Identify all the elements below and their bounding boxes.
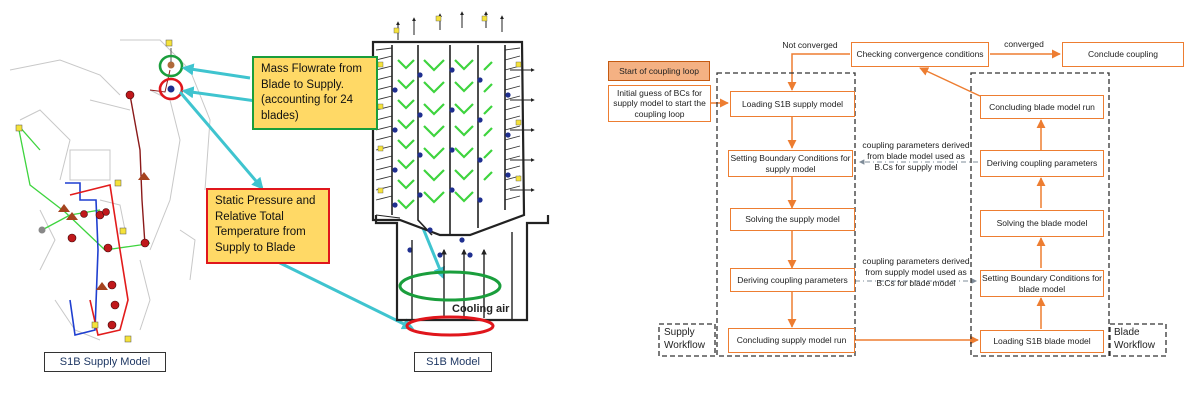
supply-workflow-frame [716, 72, 856, 357]
initial-guess-box: Initial guess of BCs for supply model to… [608, 85, 711, 122]
converged-label: converged [1004, 39, 1044, 49]
note-blade-to-supply: coupling parameters derived from blade m… [862, 140, 970, 173]
callout-mass-flowrate: Mass Flowrate from Blade to Supply. (acc… [252, 56, 378, 130]
supply-workflow-label: Supply Workflow [664, 327, 705, 351]
cooling-air-label: Cooling air [452, 303, 510, 315]
arrow-head-icon [277, 260, 415, 330]
supply-step-conclude: Concluding supply model run [728, 328, 855, 353]
blade-step-set-bc: Setting Boundary Conditions for blade mo… [980, 270, 1104, 297]
blade-model-tag: S1B Model [414, 352, 492, 372]
supply-step-derive: Deriving coupling parameters [730, 268, 855, 292]
supply-step-solve: Solving the supply model [730, 208, 855, 231]
check-convergence-box: Checking convergence conditions [851, 42, 989, 67]
supply-step-set-bc: Setting Boundary Conditions for supply m… [728, 150, 853, 177]
network-node-icon [392, 67, 511, 258]
start-of-coupling-loop: Start of coupling loop [608, 61, 710, 81]
blade-workflow-frame [970, 72, 1110, 357]
blade-step-derive: Deriving coupling parameters [980, 150, 1104, 177]
flowchart-connectors [711, 49, 1061, 345]
blade-step-load: Loading S1B blade model [980, 330, 1104, 353]
callout-static-pressure: Static Pressure and Relative Total Tempe… [206, 188, 330, 264]
conclude-coupling-box: Conclude coupling [1062, 42, 1184, 67]
network-node-icon [67, 90, 150, 330]
arrow-head-icon [181, 63, 251, 80]
supply-model-tag: S1B Supply Model [44, 352, 166, 372]
blade-step-solve: Solving the blade model [980, 210, 1104, 237]
supply-step-load: Loading S1B supply model [730, 91, 855, 117]
blade-workflow-label: Blade Workflow [1114, 327, 1155, 351]
arrow-head-icon [178, 91, 264, 190]
blade-model-drawing: Cooling air [371, 11, 550, 337]
not-converged-label: Not converged [782, 40, 838, 50]
note-supply-to-blade: coupling parameters derived from supply … [862, 256, 970, 289]
supply-model-network [9, 39, 211, 343]
blade-step-conclude: Concluding blade model run [980, 95, 1104, 119]
